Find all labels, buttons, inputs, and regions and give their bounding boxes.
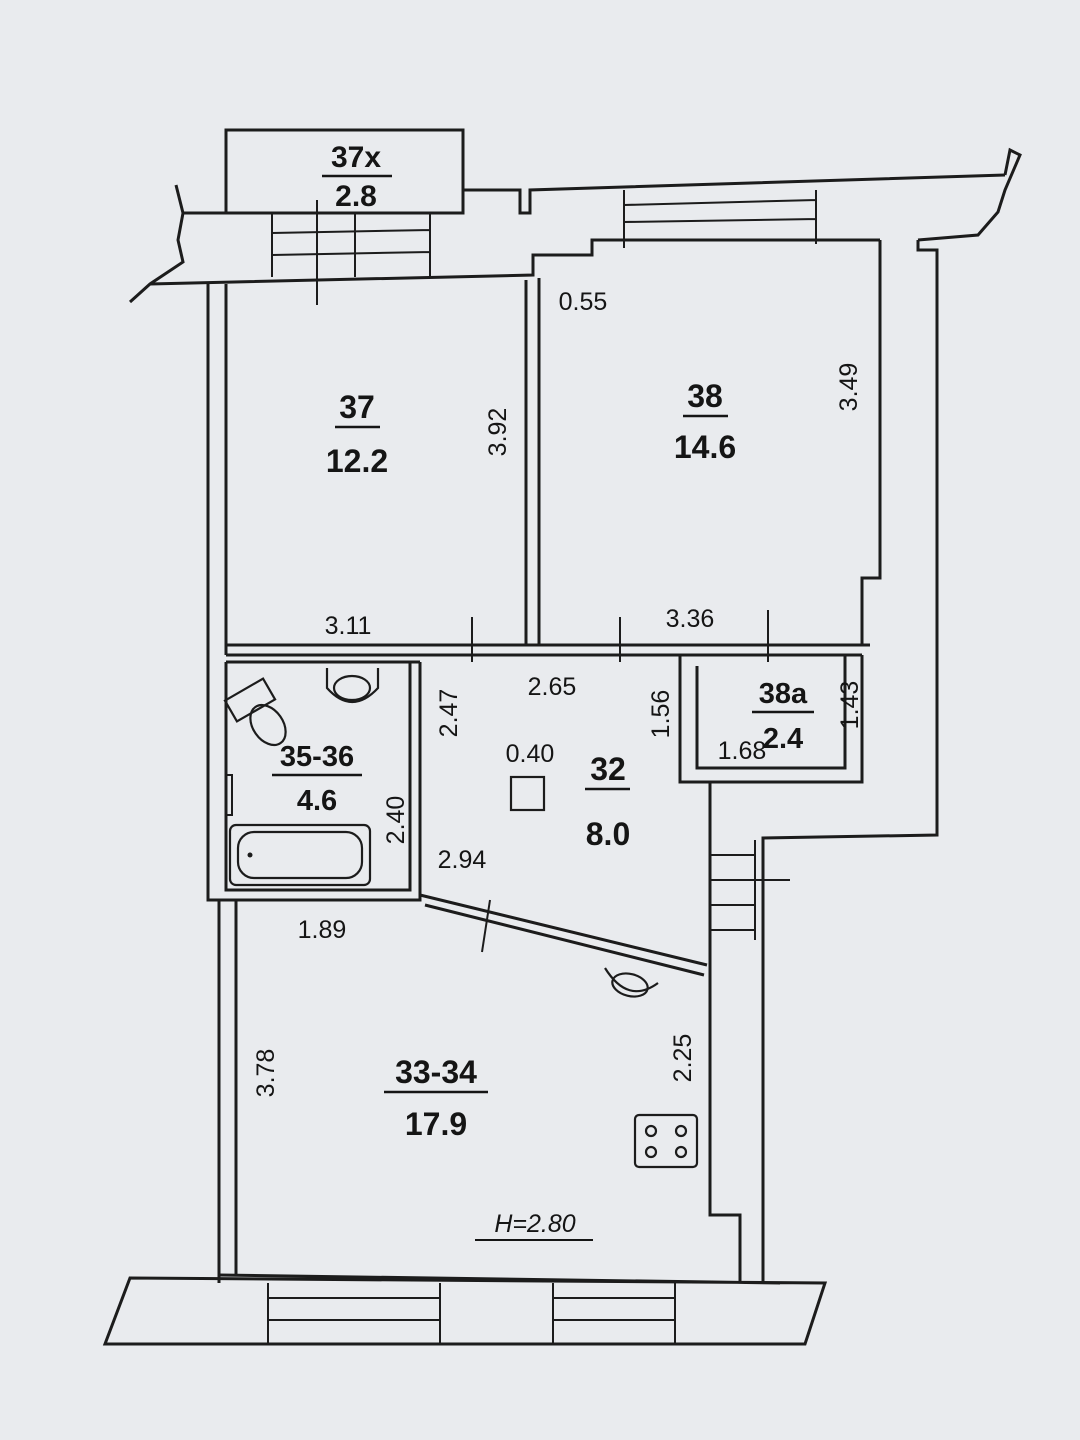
bathroom-side-shelf	[226, 774, 233, 816]
room-area-37: 12.2	[326, 443, 388, 479]
room-area-balcony: 2.8	[335, 180, 377, 213]
bottom-window-right	[552, 1283, 676, 1344]
top-facade-wall	[128, 147, 1022, 1283]
room-38a-walls	[678, 655, 864, 784]
room-area-35-36: 4.6	[297, 785, 337, 817]
room-label-balcony: 37х 2.8	[322, 141, 392, 213]
room-label-37: 37 12.2	[326, 389, 388, 479]
dim-2-25: 2.25	[669, 1034, 697, 1083]
bathtub	[228, 823, 372, 887]
hall-kitchen-diagonal-wall	[419, 893, 708, 977]
room-label-38: 38 14.6	[674, 378, 736, 465]
dim-3-36: 3.36	[666, 605, 715, 633]
kitchen-sink	[604, 967, 659, 998]
dim-3-11: 3.11	[325, 612, 372, 640]
dim-3-78: 3.78	[252, 1049, 280, 1098]
dim-1-43: 1.43	[836, 681, 864, 730]
bathroom-sink	[325, 668, 380, 703]
room-38-right-wall	[860, 240, 882, 645]
corridor-top-wall	[226, 610, 870, 662]
ceiling-height-note: H=2.80	[475, 1210, 593, 1241]
balcony-outline	[224, 128, 465, 213]
dim-1-89: 1.89	[298, 916, 347, 944]
room-number-38: 38	[687, 378, 723, 414]
dim-1-68: 1.68	[718, 737, 767, 765]
room-number-37: 37	[339, 389, 375, 425]
bottom-window-left	[267, 1283, 441, 1344]
bottom-facade-wall	[102, 1273, 828, 1346]
kitchen-stove	[633, 1113, 699, 1169]
hall-right-wall	[680, 780, 790, 1283]
room-number-balcony: 37х	[331, 141, 381, 174]
room-label-32: 32 8.0	[585, 751, 630, 852]
room-label-33-34: 33-34 17.9	[384, 1054, 488, 1142]
room-number-33-34: 33-34	[395, 1054, 477, 1090]
top-window-right	[623, 190, 817, 248]
room-area-38: 14.6	[674, 429, 736, 465]
dim-3-92: 3.92	[484, 408, 512, 457]
room-area-33-34: 17.9	[405, 1106, 467, 1142]
room-area-32: 8.0	[586, 816, 630, 852]
room-number-35-36: 35-36	[280, 741, 354, 773]
room-area-38a: 2.4	[763, 723, 803, 755]
dim-2-40: 2.40	[382, 796, 410, 845]
toilet	[223, 677, 287, 747]
dim-2-94: 2.94	[438, 846, 487, 874]
room-number-38a: 38а	[759, 678, 808, 710]
room-label-38a: 38а 2.4	[752, 678, 814, 755]
room-37-38-partition	[524, 278, 541, 645]
dim-0-40: 0.40	[506, 740, 555, 768]
hall-shaft-square	[509, 775, 546, 812]
dim-2-47: 2.47	[435, 689, 463, 738]
room-number-32: 32	[590, 751, 626, 787]
dim-2-65: 2.65	[528, 673, 577, 701]
dim-0-55: 0.55	[559, 288, 608, 316]
top-window-left	[271, 200, 431, 305]
dim-3-49: 3.49	[835, 363, 863, 412]
ceiling-height-label: H=2.80	[494, 1210, 575, 1238]
dimension-labels: 0.55 3.92 3.49 3.11 3.36 2.65 2.47 1.56 …	[252, 288, 864, 1097]
room-label-35-36: 35-36 4.6	[272, 741, 362, 817]
dim-1-56: 1.56	[647, 690, 675, 739]
